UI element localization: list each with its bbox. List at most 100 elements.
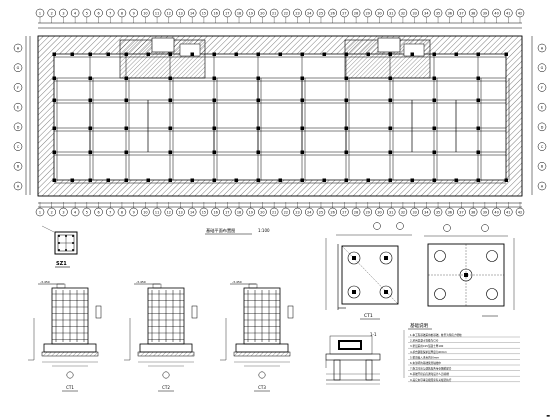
bottom-axis-bubble: 6	[94, 207, 103, 217]
bottom-axis-bubble: 31	[386, 207, 396, 217]
axis-label: 16	[213, 210, 217, 214]
column-mark	[410, 52, 414, 56]
axis-label: 41	[506, 11, 510, 15]
column-mark	[190, 52, 194, 56]
note-line: 7.施工时应与建筑及各专业图纸配合	[410, 367, 452, 371]
column-mark	[124, 98, 128, 102]
top-axis-bubble: 5	[82, 8, 92, 18]
column-mark	[70, 178, 74, 182]
top-axis-bubble: 31	[386, 8, 396, 18]
column-mark	[168, 98, 172, 102]
bottom-axis-bubble: 14	[187, 207, 197, 217]
column-mark	[124, 76, 128, 80]
axis-label: 23	[295, 210, 299, 214]
axis-label: 1	[39, 210, 41, 214]
column-mark	[146, 178, 150, 182]
axis-label: 26	[331, 11, 335, 15]
axis-label: 27	[342, 11, 346, 15]
column-mark	[256, 150, 260, 154]
note-line: 2.承台混凝土等级为C30	[410, 339, 439, 343]
axis-label: 35	[436, 210, 440, 214]
notes-block: 基础说明 1.本工程基础采用桩基础，桩型为预应力管桩2.承台混凝土等级为C303…	[408, 322, 520, 382]
axis-label: 5	[86, 210, 88, 214]
column-mark	[88, 98, 92, 102]
column-mark	[212, 178, 216, 182]
section-label: 1-1	[370, 332, 377, 337]
axis-label: 31	[389, 11, 393, 15]
column-mark	[300, 150, 304, 154]
top-axis-bubble: 6	[94, 8, 103, 18]
bottom-axis-bubble: 28	[351, 207, 361, 217]
bottom-axis-bubble: 4	[70, 207, 80, 217]
axis-label: 7	[109, 210, 111, 214]
column-mark	[168, 126, 172, 130]
bottom-axis-bubble: 37	[457, 207, 466, 217]
column-mark	[212, 98, 216, 102]
column-mark	[300, 76, 304, 80]
axis-label: D	[541, 125, 544, 129]
note-line: 4.承台钢筋保护层厚度为40mm	[410, 350, 447, 354]
bottom-axis-bubble: 20	[258, 207, 267, 217]
column-mark	[432, 98, 436, 102]
corner-mark: ▬	[546, 413, 550, 418]
axis-label: 35	[436, 11, 440, 15]
axis-label: C	[17, 145, 20, 149]
column-mark	[432, 178, 436, 182]
column-mark	[300, 126, 304, 130]
right-axis-bubble: B	[537, 162, 547, 171]
column-mark	[476, 126, 480, 130]
axis-label: 10	[143, 210, 147, 214]
plan-caption-title: 基础平面布置图	[206, 227, 235, 234]
axis-label: 22	[284, 11, 288, 15]
note-line: 5.桩顶嵌入承台内50mm	[410, 355, 439, 359]
axis-label: 28	[354, 11, 358, 15]
section-1-1: 1-1	[325, 330, 405, 385]
column-mark	[476, 98, 480, 102]
column-mark	[124, 150, 128, 154]
column-mark	[234, 178, 238, 182]
column-mark	[476, 150, 480, 154]
bottom-axis-bubble: 10	[141, 207, 150, 217]
bottom-axis-bubble: 13	[176, 207, 185, 217]
axis-label: G	[541, 66, 544, 70]
top-axis-bubble: 8	[117, 8, 127, 18]
axis-label: 28	[354, 210, 358, 214]
bottom-axis-bubble: 19	[246, 207, 255, 217]
bottom-axis-bubble: 42	[515, 207, 525, 217]
column-mark	[124, 178, 128, 182]
axis-label: 27	[342, 210, 346, 214]
top-axis-bubble: 35	[433, 8, 443, 18]
ct1-plan-title: CT1	[364, 313, 373, 319]
axis-label: 6	[97, 11, 99, 15]
top-axis-bubble: 9	[129, 8, 138, 18]
axis-label: 41	[506, 210, 510, 214]
column-mark	[70, 52, 74, 56]
column-mark	[52, 52, 56, 56]
column-mark	[388, 126, 392, 130]
column-mark	[366, 52, 370, 56]
axis-label: H	[17, 46, 20, 50]
column-mark	[278, 52, 282, 56]
top-axis-bubble: 30	[375, 8, 384, 18]
top-axis-bubble: 14	[187, 8, 197, 18]
left-axis-bubble: F	[13, 83, 23, 92]
axis-label: 33	[412, 210, 416, 214]
top-axis-bubble: 37	[457, 8, 466, 18]
axis-label: 8	[121, 11, 123, 15]
axis-label: 13	[178, 210, 182, 214]
column-mark	[344, 126, 348, 130]
axis-label: E	[17, 106, 19, 110]
axis-label: C	[541, 145, 544, 149]
axis-label: 14	[190, 210, 194, 214]
elevation-title: CT3	[258, 385, 266, 390]
left-axis-bubble: C	[13, 142, 23, 151]
column-mark	[256, 76, 260, 80]
elevation-title: CT1	[66, 385, 74, 390]
axis-label: A	[17, 184, 20, 188]
axis-label: D	[17, 125, 20, 129]
column-mark	[344, 98, 348, 102]
axis-label: 37	[459, 11, 463, 15]
left-axis-bubble: G	[13, 63, 23, 72]
top-axis-bubble: 27	[340, 8, 349, 18]
